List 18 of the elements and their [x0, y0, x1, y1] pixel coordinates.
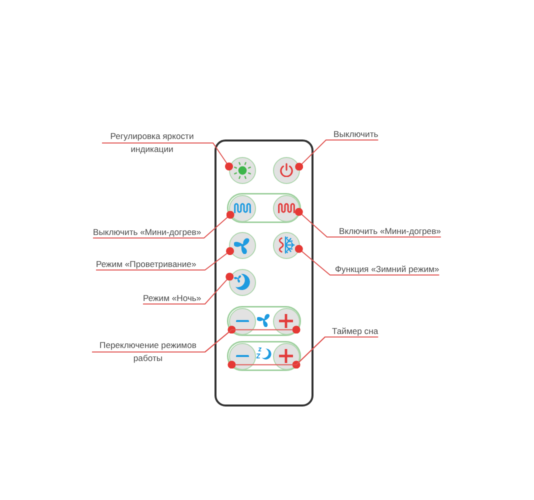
leader-line — [228, 336, 379, 369]
leader-line — [294, 244, 440, 276]
leader-line — [92, 210, 234, 238]
callout-label: Переключение режимов работы — [92, 339, 204, 365]
callout-label: Выключить — [334, 129, 378, 140]
callout-label: Режим «Ночь» — [143, 293, 202, 304]
leader-line — [96, 247, 234, 270]
leader-line — [294, 208, 442, 238]
leader-line — [295, 140, 379, 171]
leader-line — [142, 272, 234, 304]
callout-label: Выключить «Мини-догрев» — [93, 227, 202, 238]
callout-label: Регулировка яркости индикации — [102, 130, 202, 156]
leader-line — [92, 326, 300, 352]
callout-label: Включить «Мини-догрев» — [339, 226, 441, 237]
callout-label: Таймер сна — [332, 326, 378, 337]
callout-label: Режим «Проветривание» — [96, 259, 196, 270]
callout-label: Функция «Зимний режим» — [335, 264, 440, 275]
leader-line — [102, 142, 233, 170]
